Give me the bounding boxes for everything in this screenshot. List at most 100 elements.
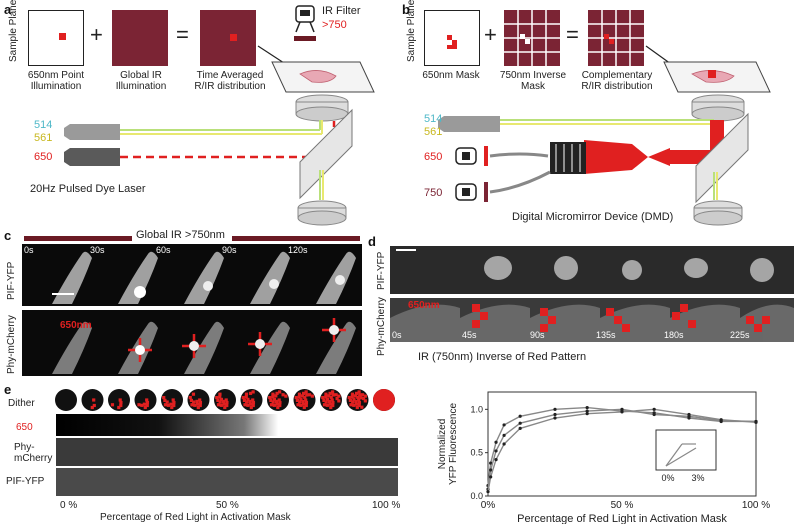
- camera-icon: [294, 5, 316, 41]
- data-point: [502, 423, 506, 427]
- inset-line-1: [665, 443, 683, 467]
- data-point: [502, 433, 506, 437]
- complementary-label: Complementary R/IR distribution: [581, 70, 653, 92]
- data-point: [719, 418, 723, 422]
- panel-c-letter: c: [4, 228, 12, 243]
- d-red-label: 650nm: [408, 300, 440, 311]
- e-tick-50: 50 %: [216, 500, 239, 511]
- dither-disc: [134, 389, 157, 411]
- row-650-label: 650: [16, 422, 33, 433]
- data-point: [585, 412, 589, 416]
- dither-disc: [108, 389, 130, 411]
- data-point: [620, 410, 624, 414]
- c-time-1: 30s: [90, 245, 105, 255]
- c-red-label: 650nm: [60, 320, 92, 331]
- equals-sign: =: [176, 22, 189, 47]
- time-averaged-label: Time Averaged R/IR distribution: [194, 70, 266, 92]
- red-mask-box: [424, 10, 480, 66]
- dither-row: [55, 389, 395, 411]
- panel-d-letter: d: [368, 234, 376, 249]
- data-point: [585, 406, 589, 410]
- led-650-label: 650: [424, 151, 443, 163]
- dmd-label: Digital Micromirror Device (DMD): [512, 211, 674, 223]
- data-point: [489, 461, 493, 465]
- data-point: [553, 416, 557, 420]
- series-line-3: [487, 408, 757, 492]
- data-point: [754, 420, 758, 424]
- y-tick-label: 0.0: [470, 491, 483, 501]
- c-time-2: 60s: [156, 245, 171, 255]
- data-point: [494, 449, 498, 453]
- series-line-2: [487, 408, 757, 490]
- d-time-1: 45s: [462, 330, 477, 340]
- data-point: [553, 412, 557, 417]
- global-ir-label: Global IR >750nm: [136, 229, 225, 241]
- c-time-4: 120s: [288, 245, 308, 255]
- dither-disc: [214, 389, 236, 411]
- panel-c-row2-label: Phy-mCherry: [6, 315, 17, 374]
- y-tick-label: 1.0: [470, 404, 483, 414]
- equals-sign-b: =: [566, 22, 579, 47]
- global-ir-label: Global IR Illumination: [115, 70, 167, 92]
- panel-a-optics: [64, 45, 375, 226]
- panel-d-row1-label: PIF-YFP: [376, 251, 387, 290]
- global-ir-box: [112, 10, 168, 66]
- row-pif-label: PIF-YFP: [6, 476, 45, 487]
- data-point: [687, 412, 691, 417]
- led-750-label: 750: [424, 187, 443, 199]
- ir-filter-label: IR Filter: [322, 5, 361, 17]
- dither-disc: [81, 389, 104, 411]
- dither-disc: [161, 389, 183, 411]
- data-point: [585, 409, 589, 413]
- dither-disc: [267, 389, 289, 411]
- dither-disc: [373, 389, 395, 411]
- inset-tick-3: 3%: [691, 473, 704, 483]
- pulsed-laser-label: 20Hz Pulsed Dye Laser: [30, 183, 146, 195]
- complementary-box: [588, 10, 644, 66]
- panel-c-row1-label: PIF-YFP: [6, 261, 17, 300]
- data-point: [489, 468, 493, 472]
- panel-b-optics: [438, 45, 771, 226]
- phy-mcherry-row: [56, 438, 398, 466]
- d-phy-mcherry-timelapse: 650nm 0s 45s 90s 135s 180s 225s: [390, 298, 794, 342]
- dither-disc: [55, 389, 77, 411]
- plus-sign-b: +: [484, 22, 497, 47]
- laser-514-label: 514: [34, 119, 53, 131]
- e-xlabel: Percentage of Red Light in Activation Ma…: [100, 512, 291, 523]
- inset-frame: [655, 429, 717, 471]
- data-point: [518, 414, 522, 418]
- data-point: [489, 475, 493, 479]
- dither-disc: [240, 389, 263, 411]
- data-point: [620, 407, 624, 411]
- x-axis-label: Percentage of Red Light in Activation Ma…: [517, 513, 727, 524]
- inverse-mask-box: [504, 10, 560, 66]
- point-illumination-box: [28, 10, 84, 66]
- d-time-0: 0s: [392, 330, 402, 340]
- row-phy-label: Phy- mCherry: [14, 442, 53, 464]
- plus-sign: +: [90, 22, 103, 47]
- x-tick-label: 50 %: [611, 500, 634, 511]
- panel-e-letter: e: [4, 382, 12, 397]
- red-point-marker: [59, 33, 66, 40]
- dither-disc: [293, 389, 316, 411]
- pif-yfp-row: [56, 468, 398, 496]
- d-pif-yfp-timelapse: [390, 246, 794, 294]
- laser-561-label: 561: [34, 132, 53, 144]
- d-caption: IR (750nm) Inverse of Red Pattern: [418, 351, 587, 363]
- row-dither-label: Dither: [8, 398, 35, 409]
- d-time-3: 135s: [596, 330, 616, 340]
- data-point: [502, 442, 506, 446]
- data-point: [494, 440, 498, 444]
- yfp-fluorescence-chart: NormalizedYFP Fluorescence0.00.51.00%50 …: [437, 391, 770, 524]
- laser-561-label-b: 561: [424, 126, 443, 138]
- dither-disc: [346, 389, 369, 411]
- x-tick-label: 100 %: [742, 500, 770, 511]
- plot-frame: [487, 391, 757, 497]
- data-point: [494, 458, 498, 462]
- red-point-marker-averaged: [230, 34, 237, 41]
- point-illumination-label: 650nm Point Illumination: [27, 70, 85, 92]
- data-point: [553, 407, 557, 411]
- global-ir-bar-right: [232, 236, 360, 241]
- dither-disc: [187, 389, 210, 411]
- inset-tick-0: 0%: [661, 473, 674, 483]
